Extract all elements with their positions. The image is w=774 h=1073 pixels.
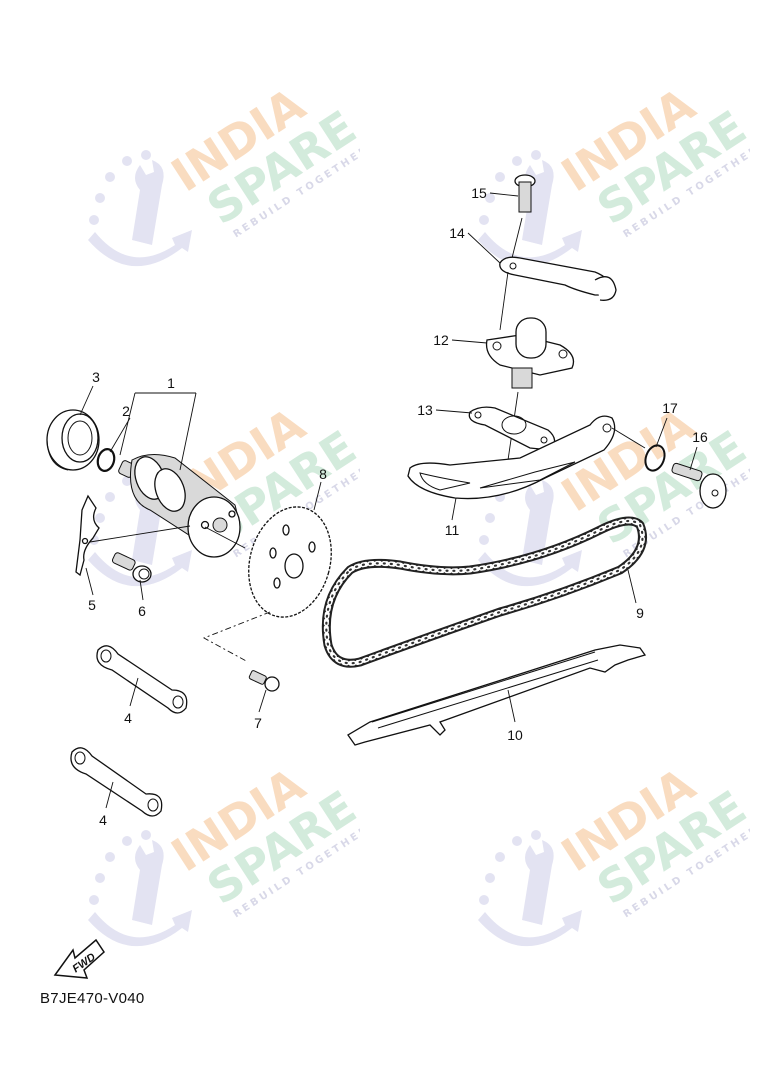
callout-2[interactable]: 2 xyxy=(122,403,130,419)
callout-4-upper[interactable]: 4 xyxy=(124,710,132,726)
callout-10[interactable]: 10 xyxy=(507,727,523,743)
callout-9[interactable]: 9 xyxy=(636,605,644,621)
plate-lower-part[interactable] xyxy=(70,747,163,817)
gasket-bracket-part[interactable] xyxy=(499,256,617,301)
chain-guide-exhaust-part[interactable] xyxy=(347,644,647,746)
callout-12[interactable]: 12 xyxy=(433,332,449,348)
fwd-arrow-icon: FWD xyxy=(53,938,105,979)
leader-lines xyxy=(79,192,698,809)
o-ring-part[interactable] xyxy=(95,447,116,472)
diagram-code: B7JE470-V040 xyxy=(40,990,145,1007)
callout-14[interactable]: 14 xyxy=(449,225,465,241)
callout-7[interactable]: 7 xyxy=(254,715,262,731)
callout-16[interactable]: 16 xyxy=(692,429,708,445)
camshaft-bolt-part[interactable] xyxy=(111,552,152,583)
callout-15[interactable]: 15 xyxy=(471,185,487,201)
timing-chain-part[interactable] xyxy=(321,516,647,668)
callout-11[interactable]: 11 xyxy=(444,522,460,538)
bearing-part[interactable] xyxy=(46,409,100,471)
callout-3[interactable]: 3 xyxy=(92,369,100,385)
sprocket-bolt-part[interactable] xyxy=(248,670,280,692)
callout-5[interactable]: 5 xyxy=(88,597,96,613)
stopper-plate-part[interactable] xyxy=(75,494,100,577)
guide-stopper-bolt-part[interactable] xyxy=(671,462,727,509)
tensioner-part[interactable] xyxy=(485,317,575,389)
tensioner-gasket-part[interactable] xyxy=(468,406,556,451)
chain-guide-intake-part[interactable] xyxy=(407,415,616,500)
callout-4-lower[interactable]: 4 xyxy=(99,812,107,828)
callout-1[interactable]: 1 xyxy=(167,375,175,391)
cam-sprocket-part[interactable] xyxy=(237,498,343,627)
callout-13[interactable]: 13 xyxy=(417,402,433,418)
callout-17[interactable]: 17 xyxy=(662,400,678,416)
plate-upper-part[interactable] xyxy=(96,645,188,714)
callout-8[interactable]: 8 xyxy=(319,466,327,482)
camshaft-part[interactable] xyxy=(118,453,241,558)
washer-part[interactable] xyxy=(642,443,668,474)
callout-6[interactable]: 6 xyxy=(138,603,146,619)
flange-bolt-part[interactable] xyxy=(514,174,536,213)
